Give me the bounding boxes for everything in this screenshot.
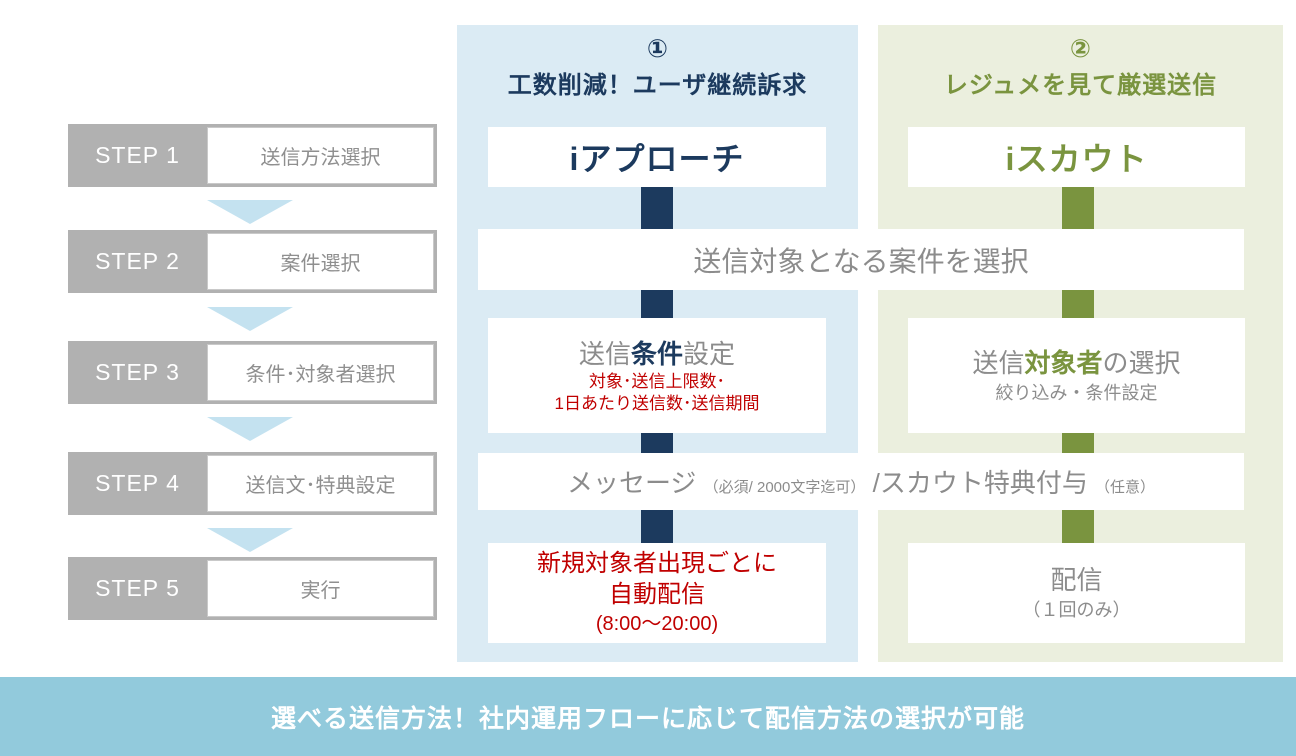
target-detail: 絞り込み・条件設定	[995, 382, 1158, 403]
message-text: メッセージ （必須/ 2000文字迄可） /スカウト特典付与 （任意）	[566, 468, 1156, 498]
down-arrow-icon	[207, 307, 293, 331]
step-content: 実行	[207, 560, 434, 617]
step-content: 案件選択	[207, 233, 434, 290]
product-box-iapproach: iアプローチ	[488, 127, 826, 187]
step-content: 条件･対象者選択	[207, 344, 434, 401]
bottom-banner: 選べる送信方法！社内運用フローに応じて配信方法の選択が可能	[0, 677, 1296, 756]
step-row-5: STEP 5 実行	[68, 557, 437, 620]
step-row-3: STEP 3 条件･対象者選択	[68, 341, 437, 404]
step-row-2: STEP 2 案件選択	[68, 230, 437, 293]
auto-line-1: 新規対象者出現ごとに	[537, 550, 777, 577]
banner-text: 選べる送信方法！社内運用フローに応じて配信方法の選択が可能	[270, 704, 1025, 733]
delivery-detail: （１回のみ）	[1022, 600, 1131, 620]
panel-number: ①	[646, 35, 669, 63]
step-row-4: STEP 4 送信文･特典設定	[68, 452, 437, 515]
connector	[641, 433, 673, 453]
condition-detail-1: 対象･送信上限数･	[589, 371, 725, 391]
connector	[641, 187, 673, 229]
condition-detail-2: 1日あたり送信数･送信期間	[554, 393, 760, 413]
step-label: STEP 1	[95, 142, 180, 168]
connector	[1062, 433, 1094, 453]
delivery-title: 配信	[1050, 565, 1103, 595]
product-name: iアプローチ	[569, 141, 745, 177]
target-title: 送信対象者の選択	[972, 347, 1181, 378]
delivery-box: 配信 （１回のみ）	[908, 543, 1245, 643]
condition-title: 送信条件設定	[578, 338, 736, 369]
connector	[1062, 187, 1094, 229]
down-arrow-icon	[207, 417, 293, 441]
case-select-text: 送信対象となる案件を選択	[693, 245, 1029, 277]
down-arrow-icon	[207, 528, 293, 552]
panel-number: ②	[1069, 35, 1092, 63]
step-label: STEP 3	[95, 359, 180, 385]
step-label: STEP 2	[95, 248, 180, 274]
auto-delivery-box: 新規対象者出現ごとに 自動配信 (8:00～20:00)	[488, 543, 826, 643]
connector	[641, 510, 673, 543]
connector	[1062, 290, 1094, 318]
connector	[641, 290, 673, 318]
step-row-1: STEP 1 送信方法選択	[68, 124, 437, 187]
product-name: iスカウト	[1005, 141, 1148, 177]
product-box-iscout: iスカウト	[908, 127, 1245, 187]
connector	[1062, 510, 1094, 543]
condition-box: 送信条件設定 対象･送信上限数･ 1日あたり送信数･送信期間	[488, 318, 826, 433]
step-label: STEP 4	[95, 470, 180, 496]
auto-line-3: (8:00～20:00)	[595, 613, 719, 635]
panel-title: 工数削減！ユーザ継続訴求	[507, 72, 808, 99]
shared-case-select-box: 送信対象となる案件を選択	[478, 229, 1244, 290]
panel-title: レジュメを見て厳選送信	[943, 72, 1218, 99]
step-content: 送信方法選択	[207, 127, 434, 184]
step-label: STEP 5	[95, 575, 180, 601]
target-select-box: 送信対象者の選択 絞り込み・条件設定	[908, 318, 1245, 433]
step-content: 送信文･特典設定	[207, 455, 434, 512]
down-arrow-icon	[207, 200, 293, 224]
message-box: メッセージ （必須/ 2000文字迄可） /スカウト特典付与 （任意）	[478, 453, 1244, 510]
auto-line-2: 自動配信	[609, 581, 705, 608]
